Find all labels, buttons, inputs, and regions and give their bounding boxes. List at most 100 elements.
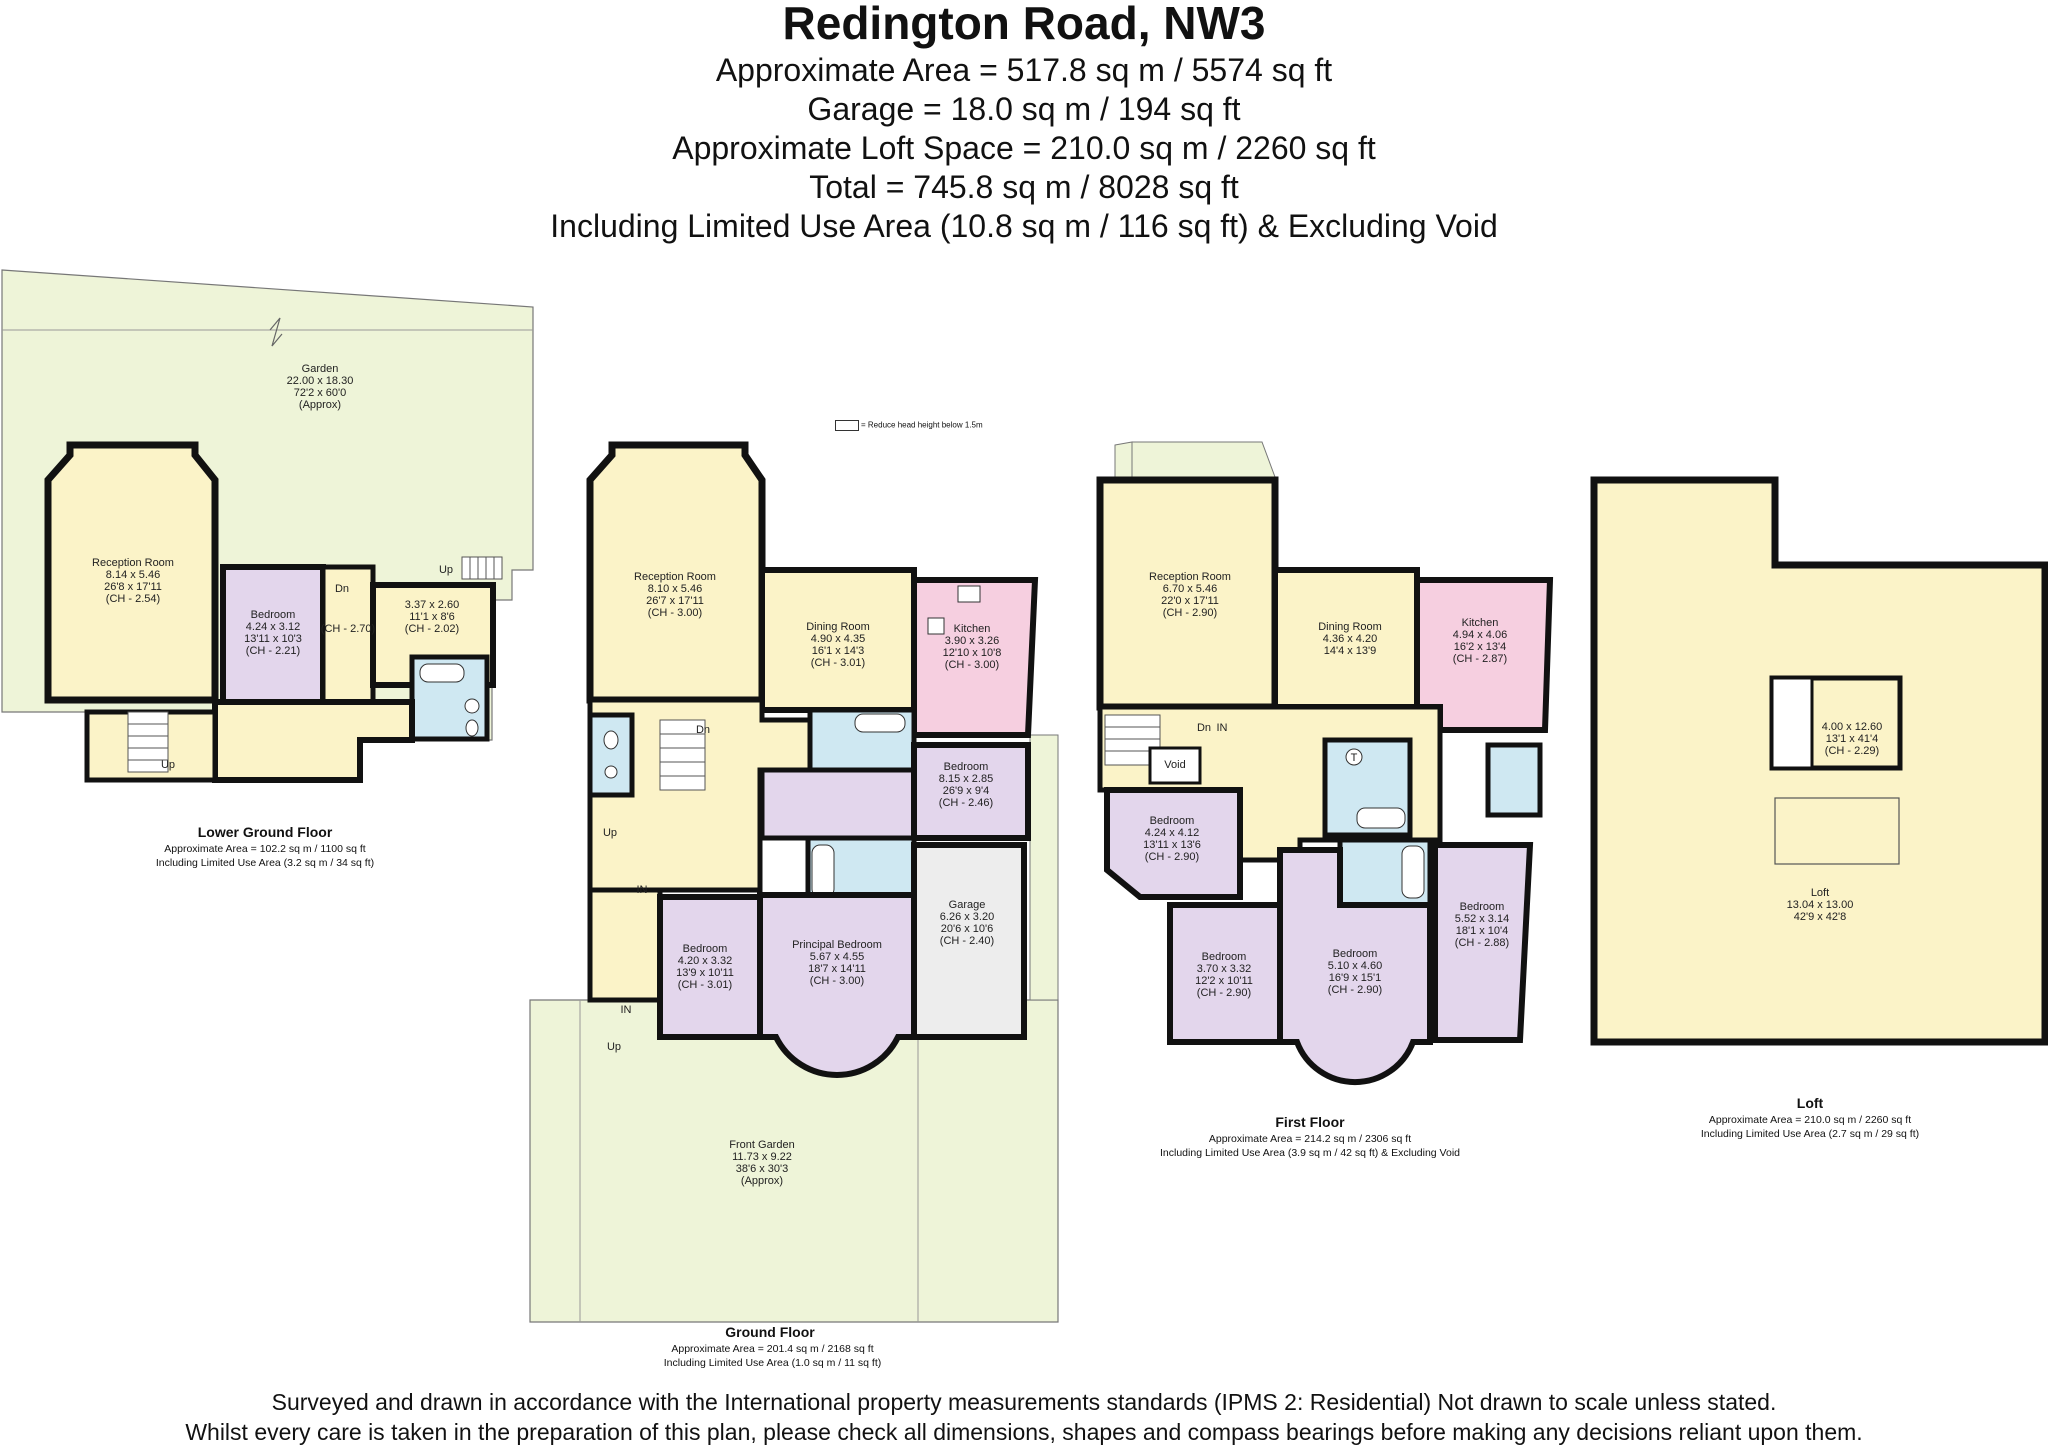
room-label-f-void-line-0: Void: [1164, 759, 1185, 771]
lg-reception-room: [44, 441, 219, 704]
room-label-g-kitchen-line-0: Kitchen: [954, 623, 991, 635]
room-label-lg-bedroom-line-3: (CH - 2.21): [246, 645, 300, 657]
g-in-marker: IN: [637, 884, 648, 896]
room-label-f-kitchen-line-3: (CH - 2.87): [1453, 653, 1507, 665]
room-label-lg-garden-line-2: 72'2 x 60'0: [294, 387, 347, 399]
room-label-f-dining-line-2: 14'4 x 13'9: [1324, 645, 1377, 657]
room-label-lg-reception-line-2: 26'8 x 17'11: [104, 581, 162, 593]
legend: = Reduce head height below 1.5m: [835, 420, 983, 431]
room-label-g-reception-line-2: 26'7 x 17'11: [646, 595, 704, 607]
room-label-loft-main-line-2: 42'9 x 42'8: [1794, 911, 1847, 923]
f-void: [1148, 746, 1202, 785]
lg-garden-stairs: [461, 556, 503, 580]
g-in-marker-2: IN: [621, 1004, 632, 1016]
room-label-g-bedroom-r-line-0: Bedroom: [944, 761, 989, 773]
g-bath-icon-lower: [811, 844, 835, 898]
room-label-g-principal-line-2: 18'7 x 14'11: [808, 963, 866, 975]
footer-disclaimer-2: Whilst every care is taken in the prepar…: [185, 1419, 1863, 1445]
loft-plan: [1590, 476, 2048, 1046]
room-label-f-bedroom-b-line-3: (CH - 2.90): [1197, 987, 1251, 999]
room-label-g-garage-line-1: 6.26 x 3.20: [940, 911, 994, 923]
room-label-f-dining-line-0: Dining Room: [1318, 621, 1382, 633]
area-line-total-approx: Approximate Area = 517.8 sq m / 5574 sq …: [715, 52, 1333, 88]
loft-floor-name: Loft: [1796, 1095, 1824, 1111]
g-dn-marker: Dn: [696, 724, 710, 736]
ground-floor-name: Ground Floor: [725, 1324, 815, 1340]
room-label-f-bedroom-d-line-0: Bedroom: [1460, 901, 1505, 913]
f-t-marker: T: [1351, 752, 1358, 764]
room-label-f-reception-line-1: 6.70 x 5.46: [1163, 583, 1217, 595]
room-label-g-dining-line-1: 4.90 x 4.35: [811, 633, 865, 645]
g-kitchen-sink-icon: [957, 585, 981, 603]
room-label-g-bedroom-l-line-0: Bedroom: [683, 943, 728, 955]
legend-text: = Reduce head height below 1.5m: [861, 420, 983, 430]
room-label-lg-garden-line-3: (Approx): [299, 399, 341, 411]
room-label-g-garage-line-0: Garage: [949, 899, 986, 911]
g-bath-icon-upper: [854, 713, 906, 733]
f-in-marker: IN: [1217, 722, 1228, 734]
room-label-g-reception-line-3: (CH - 3.00): [648, 607, 702, 619]
g-wc-basin-icon: [604, 765, 618, 779]
room-label-f-bedroom-a-line-1: 4.24 x 4.12: [1145, 827, 1199, 839]
plan-title: Redington Road, NW3: [782, 0, 1266, 49]
area-line-limited-use: Including Limited Use Area (10.8 sq m / …: [550, 208, 1498, 244]
room-label-lg-reception-line-1: 8.14 x 5.46: [106, 569, 160, 581]
f-bath-icon-3: [1401, 845, 1425, 899]
room-label-f-bedroom-d-line-3: (CH - 2.88): [1455, 937, 1509, 949]
area-line-garage: Garage = 18.0 sq m / 194 sq ft: [807, 91, 1241, 127]
legend-swatch: [835, 420, 859, 431]
loft-floor-limited: Including Limited Use Area (2.7 sq m / 2…: [1700, 1128, 1920, 1140]
room-label-lg-room-line-2: (CH - 2.02): [405, 623, 459, 635]
room-label-g-bedroom-r-line-1: 8.15 x 2.85: [939, 773, 993, 785]
room-label-f-bedroom-a-line-0: Bedroom: [1150, 815, 1195, 827]
ground-floor-plan: [529, 441, 1059, 1323]
g-side-path: [1029, 734, 1059, 1001]
room-label-g-kitchen-line-2: 12'10 x 10'8: [943, 647, 1002, 659]
f-balcony: [1131, 441, 1276, 478]
room-label-f-bedroom-c-line-1: 5.10 x 4.60: [1328, 960, 1382, 972]
room-label-g-bedroom-r-line-2: 26'9 x 9'4: [943, 785, 989, 797]
room-label-f-bedroom-b-line-2: 12'2 x 10'11: [1195, 975, 1253, 987]
f-bedroom-c: [1277, 847, 1433, 1086]
g-bedroom-corridor: [759, 767, 917, 841]
lg-dn-marker: Dn: [335, 583, 349, 595]
room-label-g-bedroom-l-line-2: 13'9 x 10'11: [676, 967, 734, 979]
g-bedroom-left: [657, 894, 763, 1040]
g-bedroom-right: [911, 742, 1031, 841]
room-label-g-front-garden-line-0: Front Garden: [729, 1139, 794, 1151]
lg-stairs: [127, 711, 169, 773]
f-bedroom-d: [1432, 842, 1534, 1043]
g-entrance-hall: [587, 887, 663, 1003]
room-label-g-front-garden-line-2: 38'6 x 30'3: [736, 1163, 789, 1175]
room-label-g-bedroom-l-line-1: 4.20 x 3.32: [678, 955, 732, 967]
g-up-marker-2: Up: [607, 1041, 621, 1053]
room-label-f-reception-line-2: 22'0 x 17'11: [1161, 595, 1219, 607]
room-label-f-reception-line-0: Reception Room: [1149, 571, 1231, 583]
f-bath-icon-1: [1356, 807, 1406, 829]
footer-disclaimer-1: Surveyed and drawn in accordance with th…: [271, 1389, 1777, 1415]
room-label-lg-garden-line-0: Garden: [302, 363, 339, 375]
room-label-g-front-garden-line-3: (Approx): [741, 1175, 783, 1187]
room-label-f-bedroom-c-line-3: (CH - 2.90): [1328, 984, 1382, 996]
room-label-f-dining-line-1: 4.36 x 4.20: [1323, 633, 1377, 645]
lg-room: [370, 582, 496, 688]
f-dn-marker: Dn: [1197, 722, 1211, 734]
f-bedroom-a: [1104, 787, 1243, 900]
room-label-g-principal-line-0: Principal Bedroom: [792, 939, 882, 951]
room-label-lg-reception-line-0: Reception Room: [92, 557, 174, 569]
ground-floor-area: Approximate Area = 201.4 sq m / 2168 sq …: [671, 1343, 874, 1355]
loft-rooflight: [1774, 797, 1900, 865]
room-label-lg-bedroom-line-1: 4.24 x 3.12: [246, 621, 300, 633]
room-label-g-bedroom-l-line-3: (CH - 3.01): [678, 979, 732, 991]
g-principal-bedroom: [757, 892, 917, 1078]
room-label-g-kitchen-line-3: (CH - 3.00): [945, 659, 999, 671]
room-label-g-reception-line-0: Reception Room: [634, 571, 716, 583]
room-label-loft-main-line-0: Loft: [1811, 887, 1829, 899]
room-label-lg-reception-line-3: (CH - 2.54): [106, 593, 160, 605]
room-label-f-kitchen-line-2: 16'2 x 13'4: [1454, 641, 1507, 653]
lower-ground-floor-area: Approximate Area = 102.2 sq m / 1100 sq …: [164, 843, 366, 855]
f-t-marker-icon: [1345, 748, 1363, 766]
f-bedroom-b: [1167, 902, 1283, 1045]
lower-ground-floor-name: Lower Ground Floor: [197, 824, 333, 840]
